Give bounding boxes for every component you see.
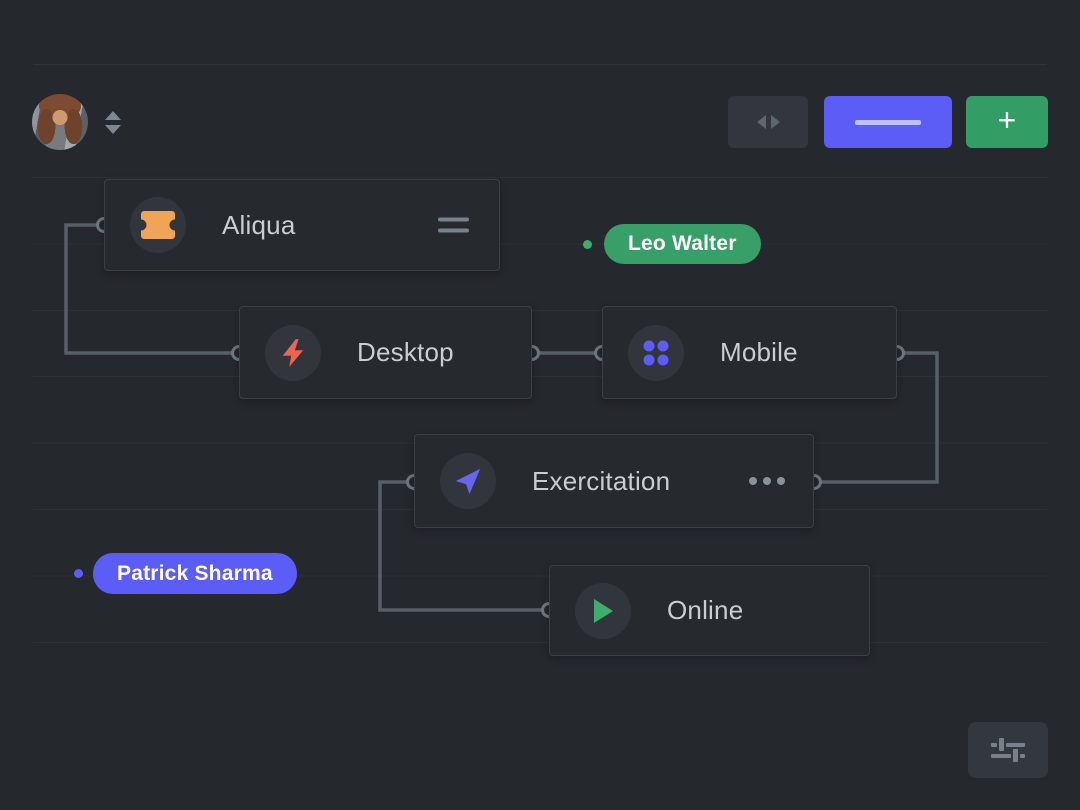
node-aliqua[interactable]: Aliqua [104,179,500,271]
node-label: Online [667,595,744,625]
settings-button[interactable] [968,722,1048,778]
play-icon [575,582,631,639]
add-button[interactable]: + [966,96,1048,148]
badge-dot [74,569,83,578]
sliders-icon [991,738,1025,762]
node-desktop[interactable]: Desktop [239,306,532,399]
chevron-up-icon [105,111,121,120]
menu-equals-icon[interactable] [438,217,469,233]
badge-leo-walter[interactable]: Leo Walter [604,224,761,264]
ellipsis-icon[interactable] [749,477,785,485]
node-label: Exercitation [532,465,671,496]
node-label: Aliqua [222,209,296,240]
badge-patrick-sharma[interactable]: Patrick Sharma [93,553,297,594]
arrow-left-icon [756,115,766,129]
dots-grid-icon [628,324,684,381]
primary-action-button[interactable] [824,96,952,148]
header-divider [33,64,1047,65]
node-exercitation[interactable]: Exercitation [414,434,814,528]
chevron-down-icon [105,125,121,134]
badge-dot [583,240,592,249]
paper-plane-icon [440,453,496,509]
avatar[interactable] [32,94,88,150]
node-online[interactable]: Online [549,565,870,656]
horizontal-line-icon [855,119,921,125]
arrow-right-icon [770,115,780,129]
node-label: Mobile [720,337,798,367]
sort-chevrons-icon[interactable] [104,111,122,134]
node-label: Desktop [357,337,454,367]
lightning-icon [265,324,321,381]
fit-width-button[interactable] [728,96,808,148]
node-mobile[interactable]: Mobile [602,306,897,399]
ticket-icon [130,197,186,253]
